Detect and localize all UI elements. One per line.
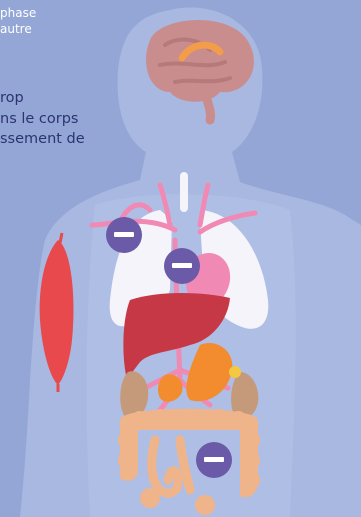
minus-badge-intestine (196, 442, 232, 478)
trachea (180, 172, 188, 212)
body-text-line-3: ssement de (0, 131, 85, 148)
top-text-line-2: autre (0, 22, 32, 36)
minus-badge-heart (164, 248, 200, 284)
top-text-line-1: phase (0, 6, 36, 20)
minus-badge-lungs (106, 217, 142, 253)
adrenal-gland (229, 366, 241, 378)
body-text-line-1: rop (0, 90, 24, 107)
body-text-line-2: ns le corps (0, 111, 78, 128)
